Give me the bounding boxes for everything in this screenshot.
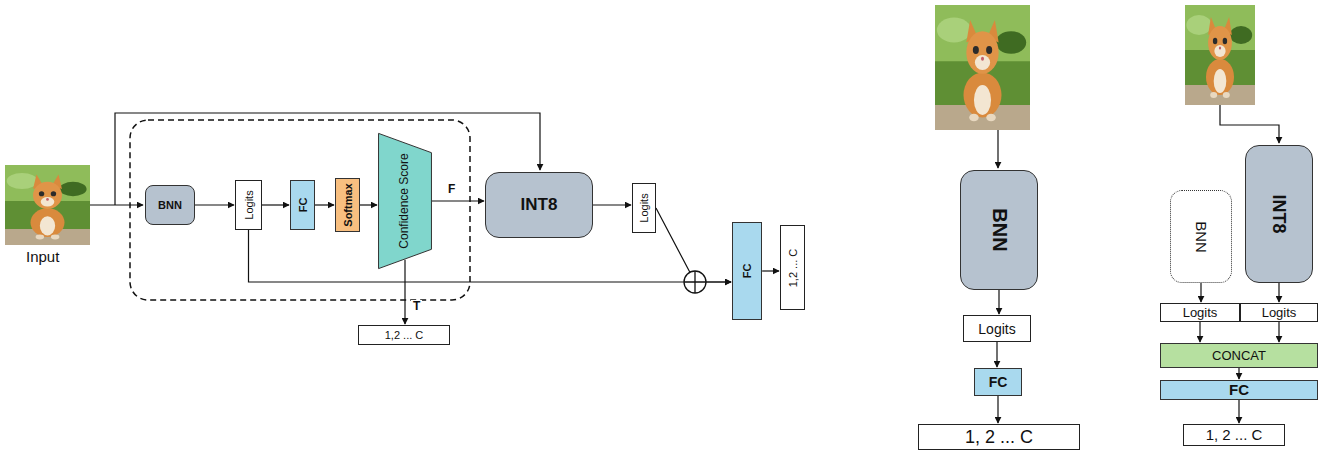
edge-label: T: [411, 300, 422, 314]
node-label: 1, 2 ... C: [965, 427, 1033, 448]
logits-box: Logits: [1240, 303, 1318, 322]
connector: [997, 396, 998, 423]
connector: [1200, 283, 1201, 302]
cat-photo: [5, 165, 90, 245]
logits-box: Logits: [632, 183, 656, 233]
fc-layer: FC: [732, 222, 762, 320]
edge-label: F: [446, 183, 457, 197]
caption-label: Input: [26, 248, 59, 265]
connector: [404, 260, 405, 324]
connector: [762, 270, 779, 271]
bnn-box: BNN: [960, 170, 1038, 290]
output-box: 1, 2 ... C: [918, 424, 1080, 450]
trapezoid-shape: [379, 133, 432, 268]
output-box: 1,2 ... C: [780, 225, 805, 310]
softmax-layer: Softmax: [335, 178, 360, 232]
node-label: Logits: [1262, 305, 1297, 320]
connector: [1238, 400, 1239, 423]
connector: [1278, 322, 1279, 342]
node-label: Softmax: [341, 183, 354, 226]
fc-layer: FC: [1160, 380, 1318, 400]
node-label: CONCAT: [1212, 348, 1266, 363]
sum-symbol: [684, 271, 706, 293]
node-label: FC: [741, 264, 754, 279]
cat-photo: [1185, 5, 1255, 105]
connector: [998, 290, 999, 314]
output-box: 1,2 ... C: [358, 325, 450, 345]
node-label: Logits: [1183, 305, 1218, 320]
connector: [315, 204, 334, 205]
input-wire: [997, 130, 998, 168]
input-wire: [1220, 105, 1279, 143]
connector: [656, 208, 731, 282]
node-label: FC: [296, 198, 309, 213]
node-label: FC: [989, 374, 1008, 390]
connector: [1199, 322, 1200, 342]
node-label: INT8: [521, 195, 558, 215]
node-label: Logits: [978, 320, 1015, 336]
bnn-box: BNN: [1170, 190, 1232, 283]
node-label: 1, 2 ... C: [1206, 426, 1263, 443]
input-wire: [90, 204, 143, 205]
node-label: 1,2 ... C: [385, 329, 424, 342]
connector: [432, 200, 484, 201]
int8-box: INT8: [485, 172, 593, 238]
connector: [593, 204, 631, 205]
node-label: BNN: [158, 199, 182, 212]
node-label: Confidence Score: [398, 153, 412, 248]
output-box: 1, 2 ... C: [1183, 424, 1285, 446]
concat-layer: CONCAT: [1160, 343, 1318, 368]
int8-box: INT8: [1245, 145, 1313, 283]
node-label: FC: [1229, 381, 1249, 398]
logits-box: Logits: [963, 315, 1031, 342]
connector: [249, 230, 732, 282]
connector-group: [195, 201, 1279, 423]
connector: [360, 204, 377, 205]
node-label: INT8: [1269, 194, 1290, 233]
confidence-trapezoid: Confidence Score: [378, 132, 432, 270]
node-label: BNN: [988, 208, 1011, 251]
connector: [996, 342, 997, 367]
connector: [195, 204, 234, 205]
connector: [1238, 368, 1239, 379]
bnn-box: BNN: [145, 185, 195, 225]
node-label: BNN: [1192, 221, 1209, 253]
node-label: Logits: [242, 190, 255, 219]
node-label: 1,2 ... C: [786, 248, 799, 287]
cat-photo: [935, 5, 1030, 130]
connector: [1278, 283, 1279, 302]
fc-layer: FC: [290, 180, 315, 230]
dashed-group: [130, 120, 470, 300]
connector: [262, 204, 289, 205]
node-label: Logits: [638, 193, 651, 222]
logits-box: Logits: [1160, 303, 1240, 322]
fc-layer: FC: [974, 368, 1022, 396]
logits-box: Logits: [235, 180, 262, 230]
